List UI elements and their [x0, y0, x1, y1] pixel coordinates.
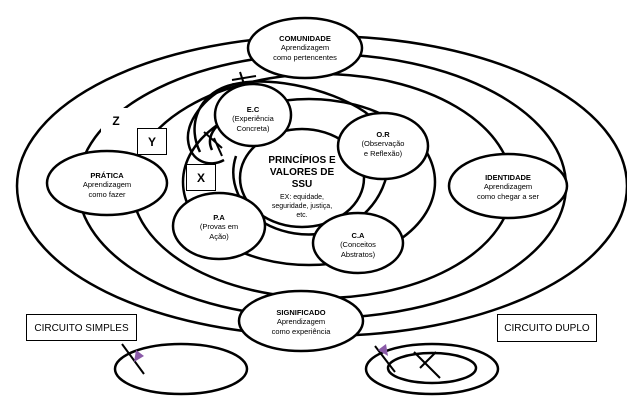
center-line3: SSU [291, 179, 313, 190]
pa-line2: Ação) [209, 231, 229, 241]
pa-title: P.A [213, 213, 225, 222]
marker-x: X [186, 164, 216, 191]
pratica-label: PRÁTICA Aprendizagem como fazer [57, 171, 157, 199]
center-ex3: etc. [296, 211, 308, 219]
tick-mid-1 [203, 131, 223, 149]
identidade-label: IDENTIDADE Aprendizagem como chegar a se… [458, 173, 558, 201]
ca-line2: Abstratos) [340, 249, 376, 259]
ca-ellipse [311, 211, 405, 275]
center-ex1: EX: equidade, [280, 194, 324, 201]
simple-circuit-tick [121, 343, 145, 375]
ec-ellipse [213, 82, 293, 148]
significado-line1: Aprendizagem [276, 317, 326, 327]
ca-label: C.A (Conceitos Abstratos) [323, 231, 393, 259]
comunidade-label: COMUNIDADE Aprendizagem como pertencente… [255, 34, 355, 62]
identidade-ellipse [447, 152, 569, 220]
pratica-line1: Aprendizagem [82, 180, 132, 190]
spiral-loop [186, 82, 235, 165]
ec-line1: (Experiência [232, 114, 274, 124]
simple-circuit-arrowhead [134, 350, 144, 362]
double-circuit-arrowhead [378, 344, 388, 356]
comunidade-line2: como pertencentes [273, 52, 337, 62]
center-ex2: seguridade, justiça, [271, 202, 333, 210]
ec-title: E.C [246, 105, 260, 114]
double-circuit-outer [364, 342, 500, 396]
or-line1: (Observação [361, 139, 405, 149]
pratica-line2: como fazer [88, 189, 126, 199]
ec-line2: Concreta) [236, 123, 270, 133]
double-circuit-tick-1 [374, 345, 396, 373]
identidade-title: IDENTIDADE [485, 173, 531, 182]
or-ellipse [336, 111, 430, 181]
circuit-simple-box: CIRCUITO SIMPLES [26, 314, 137, 341]
comunidade-ellipse [246, 16, 364, 80]
center-line1: PRINCÍPIOS E [268, 155, 336, 166]
pa-line1: (Provas em [199, 222, 239, 232]
comunidade-line1: Aprendizagem [280, 43, 330, 53]
ca-line1: (Conceitos [340, 240, 376, 250]
center-line2: VALORES DE [269, 167, 335, 178]
ring-4 [181, 97, 437, 267]
pratica-title: PRÁTICA [90, 171, 124, 180]
or-line2: e Reflexão) [363, 148, 403, 158]
comunidade-title: COMUNIDADE [279, 34, 331, 43]
pa-label: P.A (Provas em Ação) [184, 213, 254, 241]
or-title: O.R [376, 130, 390, 139]
center-label: PRINCÍPIOS E VALORES DE SSU EX: equidade… [252, 155, 352, 220]
ec-label: E.C (Experiência Concreta) [218, 105, 288, 133]
simple-circuit-ellipse [113, 342, 249, 396]
significado-label: SIGNIFICADO Aprendizagem como experiênci… [251, 308, 351, 336]
significado-line2: como experiência [271, 326, 331, 336]
ca-title: C.A [351, 231, 365, 240]
pratica-ellipse [45, 149, 169, 217]
significado-ellipse [237, 289, 365, 353]
identidade-line1: Aprendizagem [483, 182, 533, 192]
pa-ellipse [171, 191, 267, 261]
circuit-double-box: CIRCUITO DUPLO [497, 314, 597, 342]
tick-mid-2 [213, 137, 223, 157]
double-circuit-tick-2 [413, 351, 441, 379]
double-circuit-tick-3 [419, 351, 437, 369]
or-label: O.R (Observação e Reflexão) [348, 130, 418, 158]
marker-y: Y [137, 128, 167, 155]
identidade-line2: como chegar a ser [476, 191, 540, 201]
marker-z: Z [101, 108, 131, 135]
tick-top-1 [231, 75, 257, 81]
center-ellipse [238, 127, 366, 229]
significado-title: SIGNIFICADO [276, 308, 326, 317]
double-circuit-inner [386, 351, 478, 385]
